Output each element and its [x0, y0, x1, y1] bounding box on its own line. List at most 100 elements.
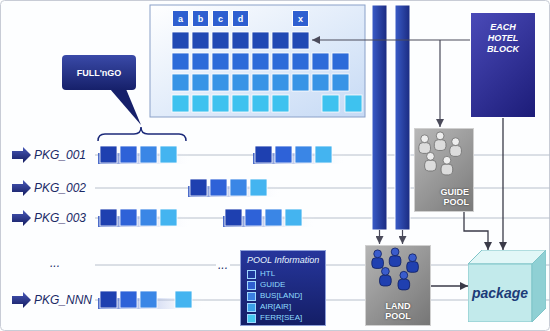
person-body	[441, 164, 453, 175]
person-head	[382, 267, 390, 275]
node-text: POOL Information	[247, 255, 319, 265]
grid-square	[332, 74, 349, 91]
legend-text: FERR[SEA]	[260, 313, 302, 323]
node-text: b	[198, 14, 204, 24]
grid-square	[212, 32, 229, 49]
row-line	[95, 188, 550, 189]
grid-square	[172, 95, 189, 112]
person-head	[452, 138, 460, 146]
legend-text: GUIDE	[260, 280, 285, 290]
grid-square	[292, 32, 309, 49]
person-body	[450, 146, 462, 157]
column-header: b	[192, 10, 209, 27]
grid-square	[252, 53, 269, 70]
callout-pointer	[110, 89, 141, 125]
person-body	[380, 275, 392, 286]
person-body	[434, 140, 446, 151]
grid-square	[232, 32, 249, 49]
column-header: d	[232, 10, 249, 27]
bar-arrow	[402, 230, 403, 244]
package-cube: package	[468, 250, 546, 322]
package-label: ...	[50, 256, 60, 270]
grid-square	[272, 32, 289, 49]
person-body	[407, 262, 419, 273]
person-head	[427, 152, 435, 160]
grid-square	[192, 53, 209, 70]
label-holder: ...	[50, 256, 60, 270]
package-label: PKG_001	[34, 148, 86, 162]
node-text: c	[218, 14, 223, 24]
node-text: package	[472, 285, 528, 301]
cube-side	[532, 250, 546, 322]
legend-row: BUS[LAND]	[247, 291, 302, 301]
grid-square	[252, 32, 269, 49]
grid-square	[192, 95, 209, 112]
node-text: FULL'nGO	[77, 68, 122, 78]
grid-square	[192, 74, 209, 91]
package-square	[100, 146, 117, 163]
grid-square	[232, 53, 249, 70]
grid-square	[232, 74, 249, 91]
grid-square	[252, 74, 269, 91]
person-body	[389, 256, 401, 267]
label-holder: ...	[216, 258, 230, 272]
grid-square	[292, 53, 309, 70]
pool-bar	[372, 5, 387, 230]
column-header: a	[172, 10, 189, 27]
node-text: x	[298, 14, 303, 24]
person-head	[443, 156, 451, 164]
legend-row: HTL	[247, 269, 302, 279]
package-label: PKG_003	[34, 211, 86, 225]
package-label: ...	[216, 258, 230, 272]
legend-text: BUS[LAND]	[260, 291, 302, 301]
package-label: PKG_NNN	[34, 293, 92, 307]
flow-arrow	[464, 212, 488, 250]
callout-bubble: FULL'nGO	[62, 55, 136, 90]
person-body	[398, 279, 410, 290]
legend-text: HTL	[260, 269, 275, 279]
legend: HTLGUIDEBUS[LAND]AIR[AIR]FERR[SEA]	[247, 268, 302, 323]
column-header: x	[292, 10, 309, 27]
package-square	[175, 291, 192, 308]
person-head	[409, 254, 417, 262]
package-square	[295, 146, 312, 163]
package-square	[285, 209, 302, 226]
grid-square	[172, 74, 189, 91]
legend-swatch	[247, 303, 256, 312]
grid-square	[232, 95, 249, 112]
column-header: c	[212, 10, 229, 27]
person-head	[374, 250, 382, 258]
package-square	[250, 179, 267, 196]
package-square	[100, 291, 117, 308]
package-square	[210, 179, 227, 196]
flow-arrow	[502, 118, 503, 250]
package-square	[120, 209, 137, 226]
person-head	[400, 271, 408, 279]
label-holder: PKG_NNN	[34, 293, 92, 307]
legend-text: AIR[AIR]	[260, 302, 291, 312]
hotel-grid-panel	[150, 5, 365, 117]
package-square	[120, 146, 137, 163]
block-arrow	[12, 147, 31, 163]
package-square	[230, 179, 247, 196]
node-text: d	[238, 14, 244, 24]
guide-leader	[439, 40, 440, 127]
pool-box: LAND POOL	[365, 245, 431, 326]
hotel-block: EACH HOTEL BLOCK	[470, 12, 536, 118]
grid-square	[292, 74, 309, 91]
grid-square	[312, 74, 329, 91]
grid-square	[312, 53, 329, 70]
flow-arrow	[431, 285, 468, 286]
legend-swatch	[247, 281, 256, 290]
package-label: PKG_002	[34, 181, 86, 195]
grid-square	[252, 95, 269, 112]
group-brace	[98, 127, 186, 141]
legend-row: FERR[SEA]	[247, 313, 302, 323]
grid-square	[272, 53, 289, 70]
package-square	[225, 209, 242, 226]
package-square	[140, 209, 157, 226]
block-arrow	[12, 292, 31, 308]
grid-square	[172, 53, 189, 70]
